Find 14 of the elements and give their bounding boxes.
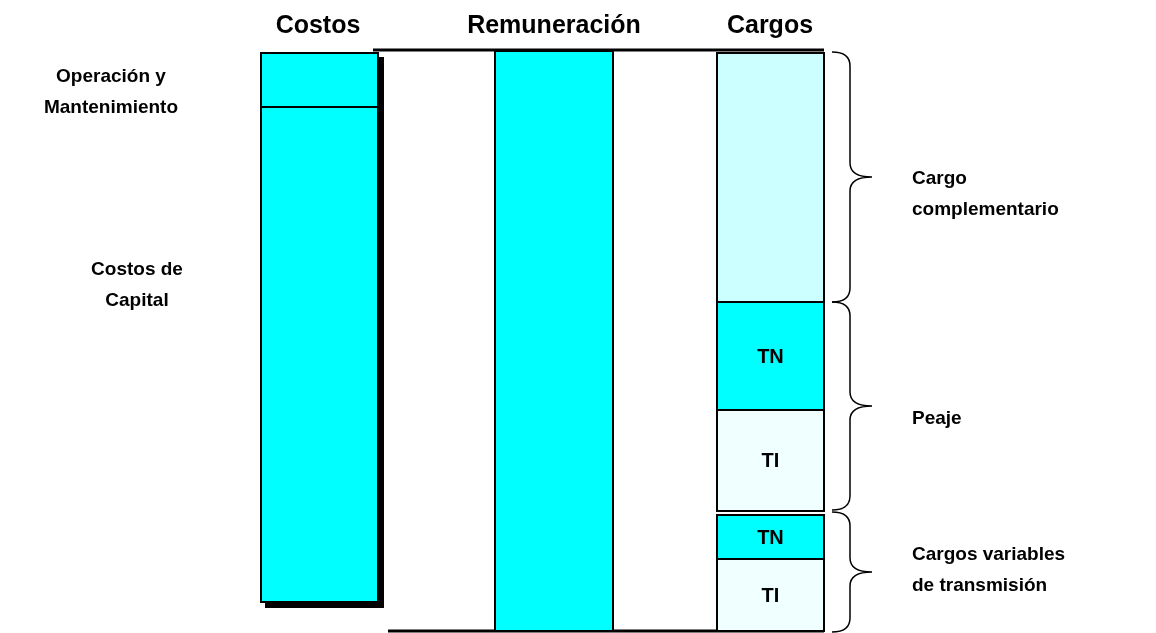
column-header: Costos bbox=[275, 10, 361, 39]
bracket-label: Cargo complementario bbox=[912, 166, 1060, 221]
segment-label: Costos de Capital bbox=[90, 257, 184, 312]
bar-segment bbox=[716, 52, 825, 303]
bar-segment bbox=[494, 50, 614, 632]
segment-label: Operación y Mantenimiento bbox=[42, 64, 180, 119]
bracket-label: Cargos variables de transmisión bbox=[912, 542, 1067, 597]
bar-segment: TI bbox=[716, 558, 825, 632]
bar-segment: TN bbox=[716, 301, 825, 411]
bar-segment: TI bbox=[716, 409, 825, 512]
column-header: Cargos bbox=[726, 10, 814, 39]
bar-segment: TN bbox=[716, 514, 825, 560]
column-header: Remuneración bbox=[467, 10, 641, 39]
bracket-label: Peaje bbox=[912, 406, 963, 430]
